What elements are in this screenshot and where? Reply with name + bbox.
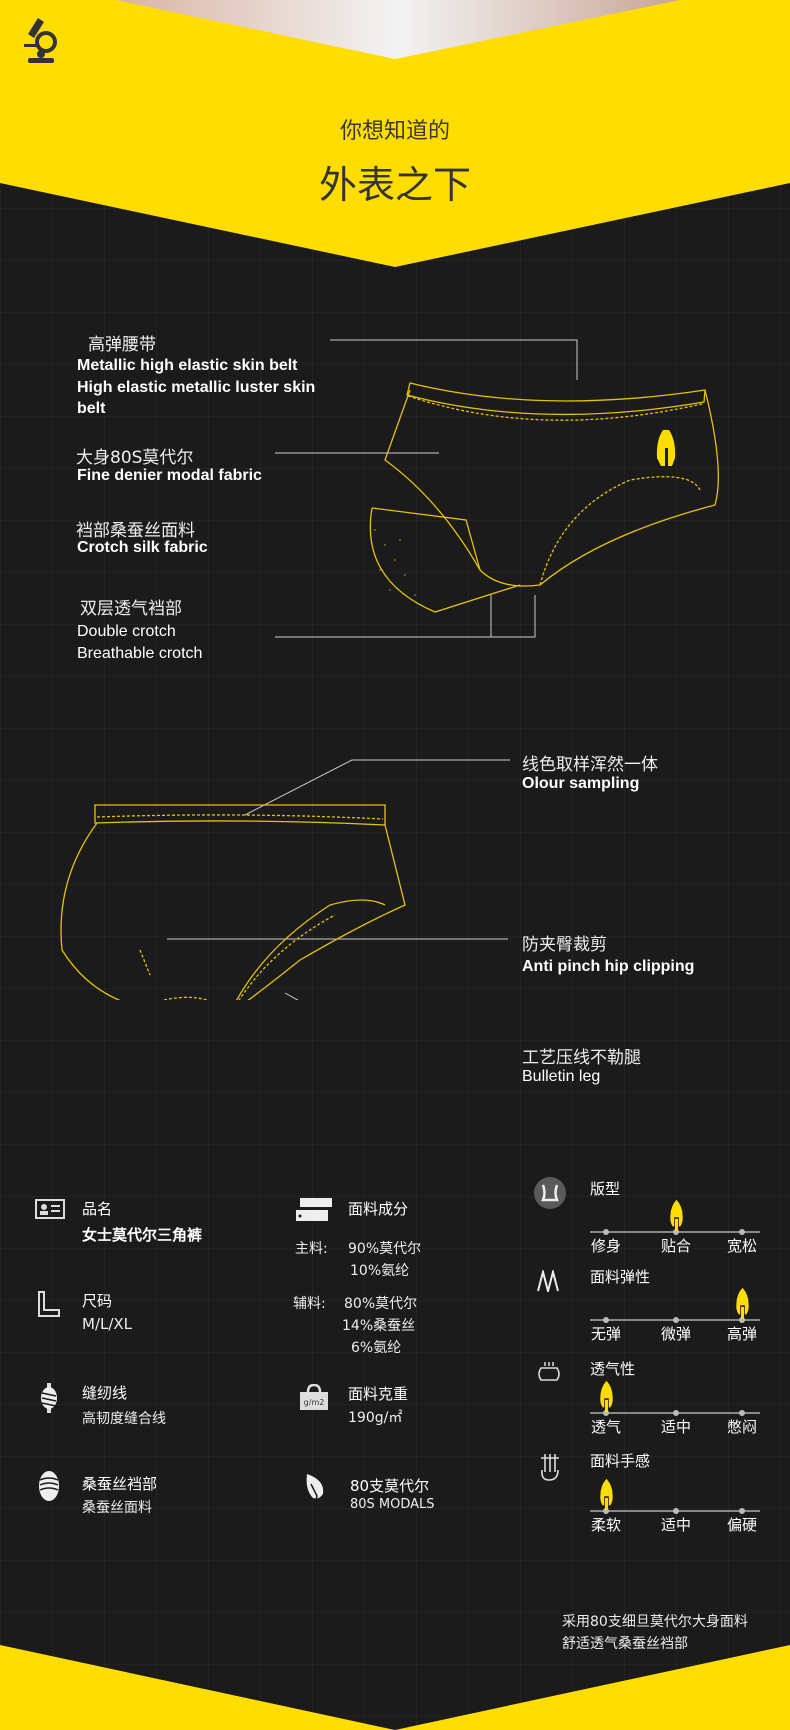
rating-option[interactable]: 高弹 (726, 1325, 757, 1343)
callout-body-cn: 大身80S莫代尔 (76, 448, 194, 468)
callout-antipinch-cn: 防夹臀裁剪 (522, 935, 607, 955)
top-banner (0, 0, 790, 267)
callout-color-cn: 线色取样浑然一体 (522, 755, 658, 775)
callout-antipinch-en: Anti pinch hip clipping (522, 958, 695, 975)
rating-label: 面料弹性 (590, 1268, 651, 1286)
rating-marker-icon (600, 1380, 613, 1412)
callout-color-en: Olour sampling (522, 775, 640, 792)
rating-dot[interactable] (739, 1410, 745, 1416)
rating-marker-icon (736, 1287, 749, 1319)
breathability-icon (538, 1362, 560, 1381)
hand-touch-icon (541, 1454, 559, 1481)
spec-thread-value: 高韧度缝合线 (82, 1411, 166, 1427)
rating-dot[interactable] (673, 1410, 679, 1416)
rating-dot[interactable] (603, 1229, 609, 1235)
thread-spool-icon (41, 1383, 57, 1413)
callout-leg-cn: 工艺压线不勒腿 (522, 1048, 641, 1068)
footer-line-1: 采用80支细旦莫代尔大身面料 (562, 1614, 748, 1630)
leaf-icon (306, 1474, 324, 1504)
id-card-icon (35, 1199, 65, 1219)
rating-dot[interactable] (739, 1317, 745, 1323)
spec-crotch-value: 桑蚕丝面料 (82, 1500, 152, 1516)
rating-dot[interactable] (603, 1317, 609, 1323)
rating-option[interactable]: 适中 (660, 1418, 691, 1436)
elasticity-icon (537, 1270, 559, 1292)
callout-waistband-en-1: Metallic high elastic skin belt (77, 357, 298, 374)
spec-aux-2: 14%桑蚕丝 (342, 1318, 416, 1334)
rating-option[interactable]: 贴合 (660, 1237, 691, 1255)
rating-option[interactable]: 憋闷 (726, 1418, 757, 1436)
silk-cocoon-icon (39, 1471, 59, 1501)
spec-modal-value: 80S MODALS (350, 1497, 435, 1512)
spec-size-value: M/L/XL (82, 1315, 133, 1333)
spec-aux-3: 6%氨纶 (351, 1340, 402, 1356)
rating-option[interactable]: 微弹 (660, 1325, 691, 1343)
callout-leg-en: Bulletin leg (522, 1068, 601, 1085)
rating-option[interactable]: 修身 (590, 1237, 621, 1255)
callout-double-crotch-en-2: Breathable crotch (77, 645, 203, 662)
spec-modal-label: 80支莫代尔 (350, 1477, 430, 1495)
callout-double-crotch-cn: 双层透气裆部 (80, 599, 182, 619)
rating-option[interactable]: 适中 (660, 1516, 691, 1534)
rating-dot[interactable] (739, 1508, 745, 1514)
rating-option[interactable]: 透气 (590, 1418, 621, 1436)
callout-double-crotch-en-1: Double crotch (77, 623, 176, 640)
spec-aux-label: 辅料: (293, 1296, 326, 1312)
rating-marker-icon (600, 1478, 613, 1510)
spec-main-1: 90%莫代尔 (348, 1241, 422, 1257)
spec-name-value: 女士莫代尔三角裤 (82, 1226, 203, 1244)
rating-dot[interactable] (603, 1508, 609, 1514)
rating-dot[interactable] (603, 1410, 609, 1416)
rating-marker-icon (670, 1199, 683, 1231)
briefs-front-diagram (275, 339, 719, 638)
fit-icon (534, 1177, 566, 1209)
spec-composition-label: 面料成分 (348, 1200, 409, 1218)
bottom-banner (0, 1645, 790, 1730)
rating-dot[interactable] (673, 1508, 679, 1514)
page-title: 外表之下 (318, 163, 471, 207)
brand-logo-icon (656, 430, 676, 466)
weight-icon: g/m2 (300, 1384, 328, 1410)
header-subtitle: 你想知道的 (339, 119, 450, 144)
footer-line-2: 舒适透气桑蚕丝裆部 (562, 1636, 688, 1652)
rating-label: 透气性 (590, 1360, 636, 1378)
microscope-icon (24, 18, 57, 63)
product-photo (116, 0, 680, 59)
callout-waistband-en-3: belt (77, 400, 106, 417)
rating-dot[interactable] (739, 1229, 745, 1235)
rating-option[interactable]: 无弹 (590, 1325, 621, 1343)
rating-option[interactable]: 柔软 (590, 1516, 621, 1534)
spec-main-label: 主料: (295, 1241, 328, 1257)
spec-weight-label: 面料克重 (348, 1385, 409, 1403)
rating-option[interactable]: 偏硬 (726, 1516, 757, 1534)
callout-crotch-en: Crotch silk fabric (77, 539, 208, 556)
spec-weight-value: 190g/㎡ (348, 1410, 403, 1426)
spec-crotch-label: 桑蚕丝裆部 (82, 1475, 158, 1493)
spec-main-2: 10%氨纶 (350, 1263, 410, 1279)
spec-name-label: 品名 (82, 1200, 113, 1218)
callout-waistband-en-2: High elastic metallic luster skin (77, 379, 316, 396)
fabric-rolls-icon (296, 1198, 332, 1221)
spec-thread-label: 缝纫线 (82, 1384, 128, 1402)
rating-label: 版型 (590, 1180, 621, 1198)
ruler-icon (38, 1291, 60, 1317)
svg-text:g/m2: g/m2 (304, 1398, 325, 1407)
callout-waistband-cn: 高弹腰带 (88, 335, 156, 355)
briefs-back-diagram (60, 759, 510, 1000)
callout-crotch-cn: 裆部桑蚕丝面料 (76, 521, 195, 541)
spec-size-label: 尺码 (82, 1292, 113, 1310)
callout-body-en: Fine denier modal fabric (77, 467, 262, 484)
rating-label: 面料手感 (590, 1452, 651, 1470)
rating-option[interactable]: 宽松 (726, 1237, 757, 1255)
rating-dot[interactable] (673, 1229, 679, 1235)
rating-dot[interactable] (673, 1317, 679, 1323)
spec-aux-1: 80%莫代尔 (344, 1296, 418, 1312)
